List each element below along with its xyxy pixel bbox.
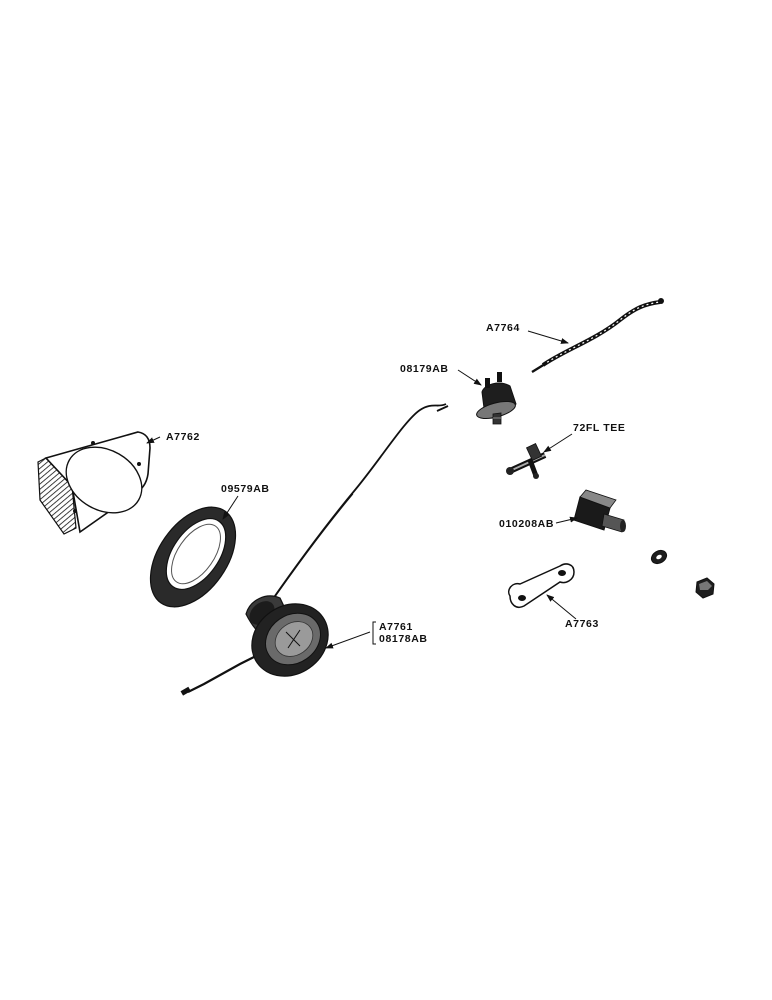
bezel-ring-09579ab <box>149 506 237 608</box>
gauge-a7761 <box>180 403 447 696</box>
label-08178ab: 08178AB <box>379 633 428 645</box>
hex-nut <box>695 577 715 599</box>
label-a7762: A7762 <box>166 431 200 443</box>
leader-010208ab <box>555 516 578 524</box>
label-08179ab: 08179AB <box>400 363 449 375</box>
tee-fitting-72fl <box>506 443 547 479</box>
leader-08179ab <box>457 369 482 386</box>
label-a7763: A7763 <box>565 618 599 630</box>
label-72fl-tee: 72FL TEE <box>573 422 625 434</box>
adapter-010208ab <box>573 489 626 533</box>
leader-a7764 <box>527 330 569 344</box>
lock-washer <box>650 549 668 565</box>
leader-bracket-a7761 <box>372 621 376 645</box>
sending-unit-08179ab <box>436 372 517 425</box>
ground-wire-a7764 <box>531 298 664 374</box>
label-09579ab: 09579AB <box>221 483 270 495</box>
label-a7764: A7764 <box>486 322 520 334</box>
leader-a7762 <box>146 436 161 444</box>
mounting-bracket-a7762 <box>37 431 151 535</box>
clamp-strap-a7763 <box>508 563 575 608</box>
leader-a7763 <box>546 594 577 620</box>
leader-72fl-tee <box>543 433 573 453</box>
leader-a7761 <box>325 631 371 649</box>
leader-09579ab <box>222 495 239 520</box>
label-a7761: A7761 <box>379 621 413 633</box>
label-010208ab: 010208AB <box>499 518 554 530</box>
